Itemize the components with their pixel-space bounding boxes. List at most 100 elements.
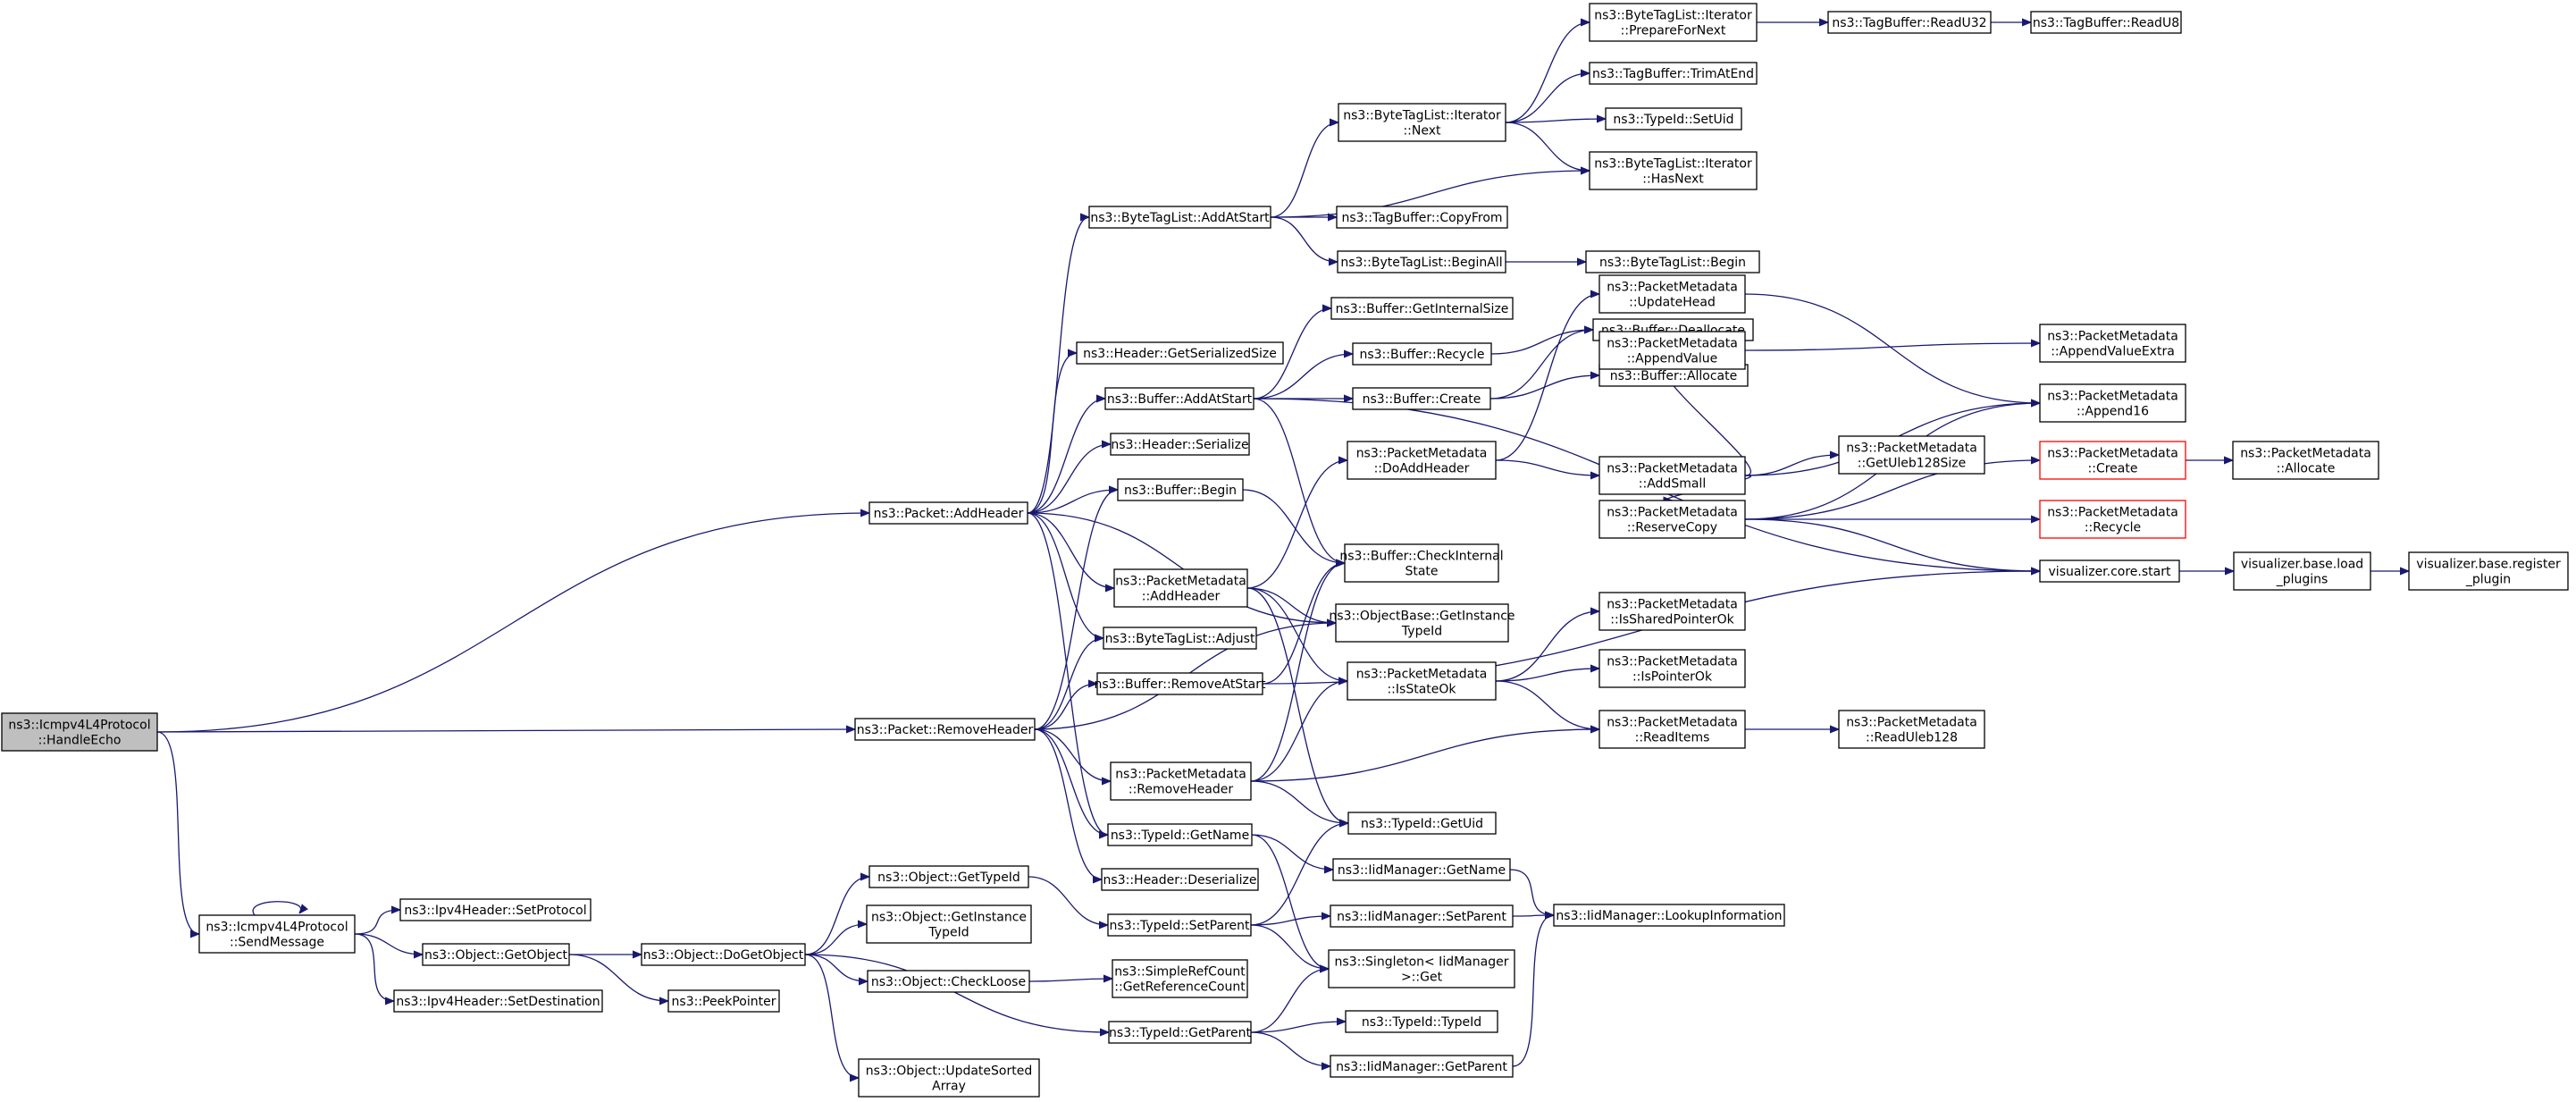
node-box <box>1101 868 1259 891</box>
node-label: ::IsSharedPointerOk <box>1610 613 1734 627</box>
function-node-pm-read-uleb[interactable]: ns3::PacketMetadata::ReadUleb128 <box>1838 710 1985 749</box>
node-label: ns3::TagBuffer::TrimAtEnd <box>1592 67 1754 81</box>
function-node-type-set-parent[interactable]: ns3::TypeId::SetParent <box>1107 913 1252 937</box>
function-node-buf-begin[interactable]: ns3::Buffer::Begin <box>1117 478 1244 501</box>
function-node-viz-core-start[interactable]: visualizer.core.start <box>2039 559 2180 583</box>
function-node-type-get-uid[interactable]: ns3::TypeId::GetUid <box>1347 812 1497 835</box>
function-node-pm-is-shared-ptr-ok[interactable]: ns3::PacketMetadata::IsSharedPointerOk <box>1598 592 1746 631</box>
function-node-iid-get-parent[interactable]: ns3::IidManager::GetParent <box>1330 1055 1514 1078</box>
function-node-pm-remove-header[interactable]: ns3::PacketMetadata::RemoveHeader <box>1110 761 1252 801</box>
node-label: ns3::TagBuffer::ReadU8 <box>2033 16 2179 30</box>
function-node-pm-reserve-copy[interactable]: ns3::PacketMetadata::ReserveCopy <box>1598 500 1746 539</box>
call-edge <box>354 910 400 935</box>
function-node-pm-recycle[interactable]: ns3::PacketMetadata::Recycle <box>2039 500 2186 539</box>
function-node-ipv4-set-dest[interactable]: ns3::Ipv4Header::SetDestination <box>393 989 603 1013</box>
function-node-btl-add-at-start[interactable]: ns3::ByteTagList::AddAtStart <box>1088 206 1271 229</box>
function-node-buf-remove-at-start[interactable]: ns3::Buffer::RemoveAtStart <box>1094 672 1266 695</box>
node-label: ::UpdateHead <box>1629 296 1716 310</box>
function-node-type-set-uid[interactable]: ns3::TypeId::SetUid <box>1605 107 1742 130</box>
function-node-pm-do-add-header[interactable]: ns3::PacketMetadata::DoAddHeader <box>1347 441 1497 480</box>
function-node-pm-create[interactable]: ns3::PacketMetadata::Create <box>2039 441 2186 480</box>
node-box <box>2039 383 2186 423</box>
function-node-btl-begin[interactable]: ns3::ByteTagList::Begin <box>1585 250 1760 273</box>
function-node-hdr-serialize[interactable]: ns3::Header::Serialize <box>1110 433 1250 456</box>
node-label: ns3::PacketMetadata <box>2047 447 2178 461</box>
function-node-pm-is-pointer-ok[interactable]: ns3::PacketMetadata::IsPointerOk <box>1598 649 1746 688</box>
function-node-pkt-add-header[interactable]: ns3::Packet::AddHeader <box>868 501 1028 525</box>
node-label: ns3::Buffer::Allocate <box>1610 369 1738 383</box>
function-node-buf-get-internal-size[interactable]: ns3::Buffer::GetInternalSize <box>1330 297 1514 320</box>
node-label: ns3::PacketMetadata <box>1607 281 1738 295</box>
call-edge <box>1027 512 1114 588</box>
node-label: ns3::ByteTagList::Iterator <box>1594 157 1752 172</box>
function-node-type-get-name[interactable]: ns3::TypeId::GetName <box>1107 823 1253 846</box>
function-node-singleton-get[interactable]: ns3::Singleton< IidManager>::Get <box>1328 949 1515 988</box>
function-node-tb-read-u8[interactable]: ns3::TagBuffer::ReadU8 <box>2030 11 2182 34</box>
function-node-tb-trim-at-end[interactable]: ns3::TagBuffer::TrimAtEnd <box>1589 62 1758 85</box>
function-node-viz-load-plugins[interactable]: visualizer.base.load_plugins <box>2233 551 2371 591</box>
function-node-type-get-parent[interactable]: ns3::TypeId::GetParent <box>1108 1021 1252 1044</box>
function-node-obj-do-get-object[interactable]: ns3::Object::DoGetObject <box>641 943 806 966</box>
function-node-peek-pointer[interactable]: ns3::PeekPointer <box>667 989 780 1013</box>
function-node-pm-update-head[interactable]: ns3::PacketMetadata::UpdateHead <box>1598 274 1746 314</box>
function-node-pm-get-uleb[interactable]: ns3::PacketMetadata::GetUleb128Size <box>1838 435 1985 475</box>
function-node-hdr-deserialize[interactable]: ns3::Header::Deserialize <box>1101 868 1259 891</box>
node-box <box>667 989 780 1013</box>
function-node-obj-check-loose[interactable]: ns3::Object::CheckLoose <box>867 970 1030 993</box>
function-node-iid-get-name[interactable]: ns3::IidManager::GetName <box>1332 858 1511 881</box>
function-node-buf-add-at-start[interactable]: ns3::Buffer::AddAtStart <box>1104 387 1254 410</box>
call-edge <box>1250 780 1348 823</box>
call-edge <box>804 954 860 1078</box>
function-node-obj-get-type-id[interactable]: ns3::Object::GetTypeId <box>868 865 1029 888</box>
node-label: ::Append16 <box>2077 405 2149 419</box>
call-edge <box>804 877 869 955</box>
function-node-hdr-get-ser-size[interactable]: ns3::Header::GetSerializedSize <box>1076 341 1284 365</box>
node-label: ns3::PacketMetadata <box>1607 506 1738 520</box>
function-node-tb-copy-from[interactable]: ns3::TagBuffer::CopyFrom <box>1336 206 1508 229</box>
function-node-btl-begin-all[interactable]: ns3::ByteTagList::BeginAll <box>1337 250 1506 273</box>
node-label: ns3::Object::GetTypeId <box>877 871 1020 885</box>
node-label: ns3::Header::Serialize <box>1111 438 1248 452</box>
function-node-src-get-ref-count[interactable]: ns3::SimpleRefCount::GetReferenceCount <box>1112 959 1248 998</box>
function-node-send-message[interactable]: ns3::Icmpv4L4Protocol::SendMessage <box>198 914 356 954</box>
function-node-iid-lookup[interactable]: ns3::IidManager::LookupInformation <box>1553 904 1785 927</box>
node-box <box>868 501 1028 525</box>
node-box <box>1107 913 1252 937</box>
node-box <box>1589 62 1758 85</box>
function-node-pm-append-value-extra[interactable]: ns3::PacketMetadata::AppendValueExtra <box>2039 324 2186 363</box>
node-label: ::AppendValue <box>1627 352 1718 366</box>
function-node-btl-it-has-next[interactable]: ns3::ByteTagList::Iterator::HasNext <box>1589 151 1758 190</box>
function-node-buf-create[interactable]: ns3::Buffer::Create <box>1352 387 1491 410</box>
node-label: ns3::PacketMetadata <box>1607 462 1738 476</box>
function-node-btl-it-next[interactable]: ns3::ByteTagList::Iterator::Next <box>1338 103 1506 142</box>
call-edge <box>1250 823 1348 926</box>
function-node-tb-read-u32[interactable]: ns3::TagBuffer::ReadU32 <box>1827 11 1992 34</box>
function-node-pkt-remove-header[interactable]: ns3::Packet::RemoveHeader <box>854 718 1036 741</box>
function-node-pm-append-value[interactable]: ns3::PacketMetadata::AppendValue <box>1598 331 1746 370</box>
function-node-pm-add-small[interactable]: ns3::PacketMetadata::AddSmall <box>1598 456 1746 495</box>
function-node-pm-append16[interactable]: ns3::PacketMetadata::Append16 <box>2039 383 2186 423</box>
function-node-ipv4-set-protocol[interactable]: ns3::Ipv4Header::SetProtocol <box>399 898 592 921</box>
node-box <box>2232 441 2379 480</box>
node-box <box>1110 761 1252 801</box>
function-node-pm-read-items[interactable]: ns3::PacketMetadata::ReadItems <box>1598 710 1746 749</box>
function-node-btl-it-prepare[interactable]: ns3::ByteTagList::Iterator::PrepareForNe… <box>1589 3 1758 42</box>
call-edge <box>1512 915 1554 916</box>
function-node-handle-echo[interactable]: ns3::Icmpv4L4Protocol::HandleEcho <box>1 712 158 752</box>
node-label: ns3::IidManager::SetParent <box>1337 910 1506 924</box>
function-node-iid-set-parent[interactable]: ns3::IidManager::SetParent <box>1330 904 1514 928</box>
function-node-pm-is-state-ok[interactable]: ns3::PacketMetadata::IsStateOk <box>1347 661 1497 701</box>
node-label: ns3::PacketMetadata <box>1607 655 1738 669</box>
function-node-type-type-id[interactable]: ns3::TypeId::TypeId <box>1345 1010 1498 1033</box>
function-node-pm-allocate[interactable]: ns3::PacketMetadata::Allocate <box>2232 441 2379 480</box>
function-node-buf-recycle[interactable]: ns3::Buffer::Recycle <box>1352 342 1492 366</box>
function-node-btl-adjust[interactable]: ns3::ByteTagList::Adjust <box>1103 627 1257 650</box>
function-node-obj-get-object[interactable]: ns3::Object::GetObject <box>422 943 570 966</box>
node-label: ns3::IidManager::GetParent <box>1336 1060 1507 1074</box>
function-node-pm-add-header[interactable]: ns3::PacketMetadata::AddHeader <box>1113 568 1248 608</box>
function-node-viz-register-plugin[interactable]: visualizer.base.register_plugin <box>2408 551 2569 591</box>
